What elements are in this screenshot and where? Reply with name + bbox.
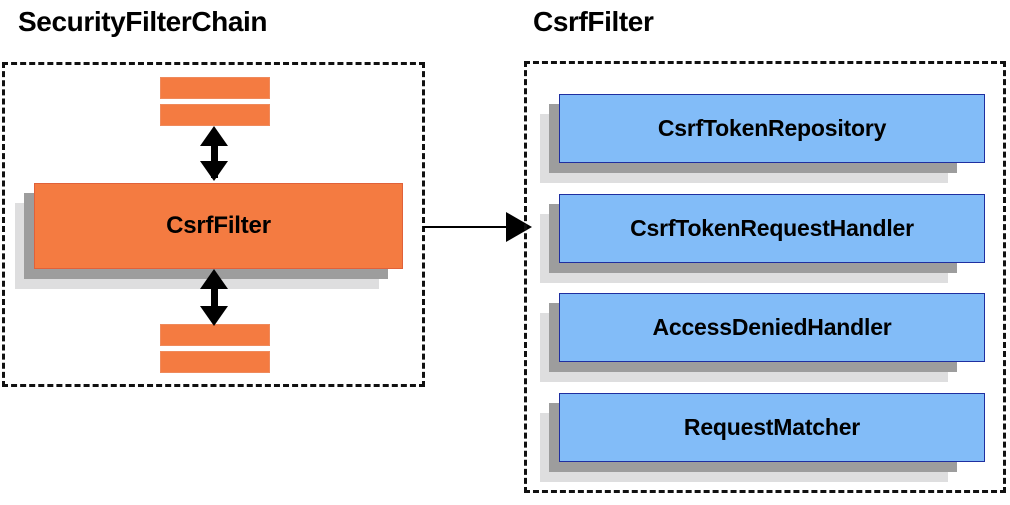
panel-link-arrow-head-icon bbox=[506, 212, 532, 242]
collaborator-label: CsrfTokenRepository bbox=[657, 115, 887, 141]
panel-title-security-filter-chain: SecurityFilterChain bbox=[18, 6, 268, 37]
filter-slab-top-1 bbox=[160, 77, 270, 99]
csrf-filter-face: CsrfFilter bbox=[34, 183, 403, 269]
collaborator-face: AccessDeniedHandler bbox=[559, 293, 985, 362]
panel-link-arrow-shaft bbox=[423, 226, 513, 228]
collaborator-label: RequestMatcher bbox=[683, 414, 861, 440]
double-arrow-lower-head-up-icon bbox=[200, 269, 228, 289]
csrf-filter-container bbox=[524, 61, 1006, 493]
collaborator-face: CsrfTokenRepository bbox=[559, 94, 985, 163]
panel-title-csrf-filter: CsrfFilter bbox=[533, 6, 654, 37]
filter-slab-bottom-2 bbox=[160, 351, 270, 373]
collaborator-face: CsrfTokenRequestHandler bbox=[559, 194, 985, 263]
double-arrow-upper-head-down-icon bbox=[200, 161, 228, 181]
double-arrow-lower-head-down-icon bbox=[200, 306, 228, 326]
double-arrow-upper-head-up-icon bbox=[200, 126, 228, 146]
collaborator-face: RequestMatcher bbox=[559, 393, 985, 462]
filter-slab-top-2 bbox=[160, 104, 270, 126]
double-arrow-upper-shaft bbox=[211, 140, 218, 178]
filter-slab-bottom-1 bbox=[160, 324, 270, 346]
security-filter-chain-container bbox=[2, 62, 425, 387]
csrf-filter-label: CsrfFilter bbox=[166, 212, 271, 239]
double-arrow-lower-shaft bbox=[211, 276, 218, 314]
collaborator-label: CsrfTokenRequestHandler bbox=[630, 215, 914, 241]
collaborator-label: AccessDeniedHandler bbox=[652, 314, 892, 340]
